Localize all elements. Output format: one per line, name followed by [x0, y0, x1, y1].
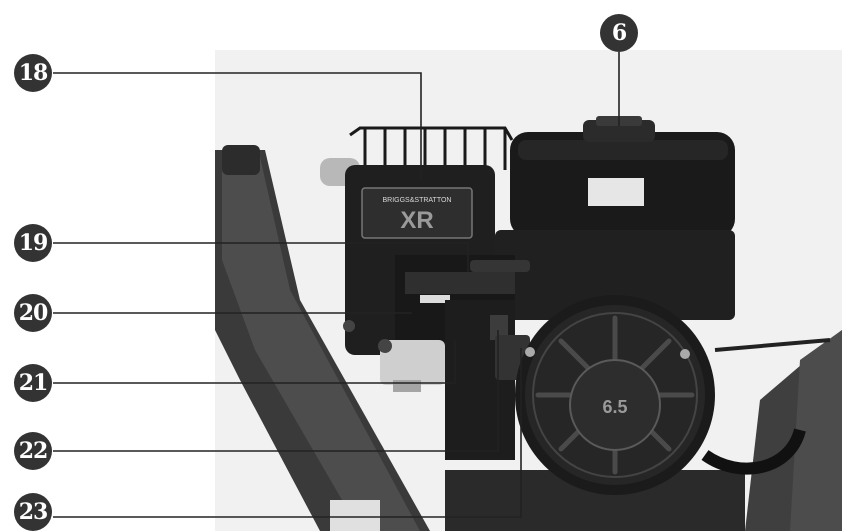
hose — [701, 428, 806, 475]
callout-6: 6 — [600, 14, 638, 52]
callout-21: 21 — [14, 364, 52, 402]
recoil-cover: 6.5 — [515, 295, 715, 495]
warning-label — [588, 178, 644, 206]
power-label: 6.5 — [602, 397, 627, 417]
callout-23: 23 — [14, 493, 52, 531]
fuel-tank — [510, 116, 735, 237]
callout-22: 22 — [14, 432, 52, 470]
safety-sticker — [330, 500, 380, 531]
right-frame — [745, 330, 842, 531]
brand-label: BRIGGS&STRATTON — [383, 197, 452, 204]
callout-19: 19 — [14, 224, 52, 262]
cable — [714, 338, 831, 352]
callout-18: 18 — [14, 54, 52, 92]
model-label: XR — [400, 207, 433, 234]
callout-20: 20 — [14, 294, 52, 332]
